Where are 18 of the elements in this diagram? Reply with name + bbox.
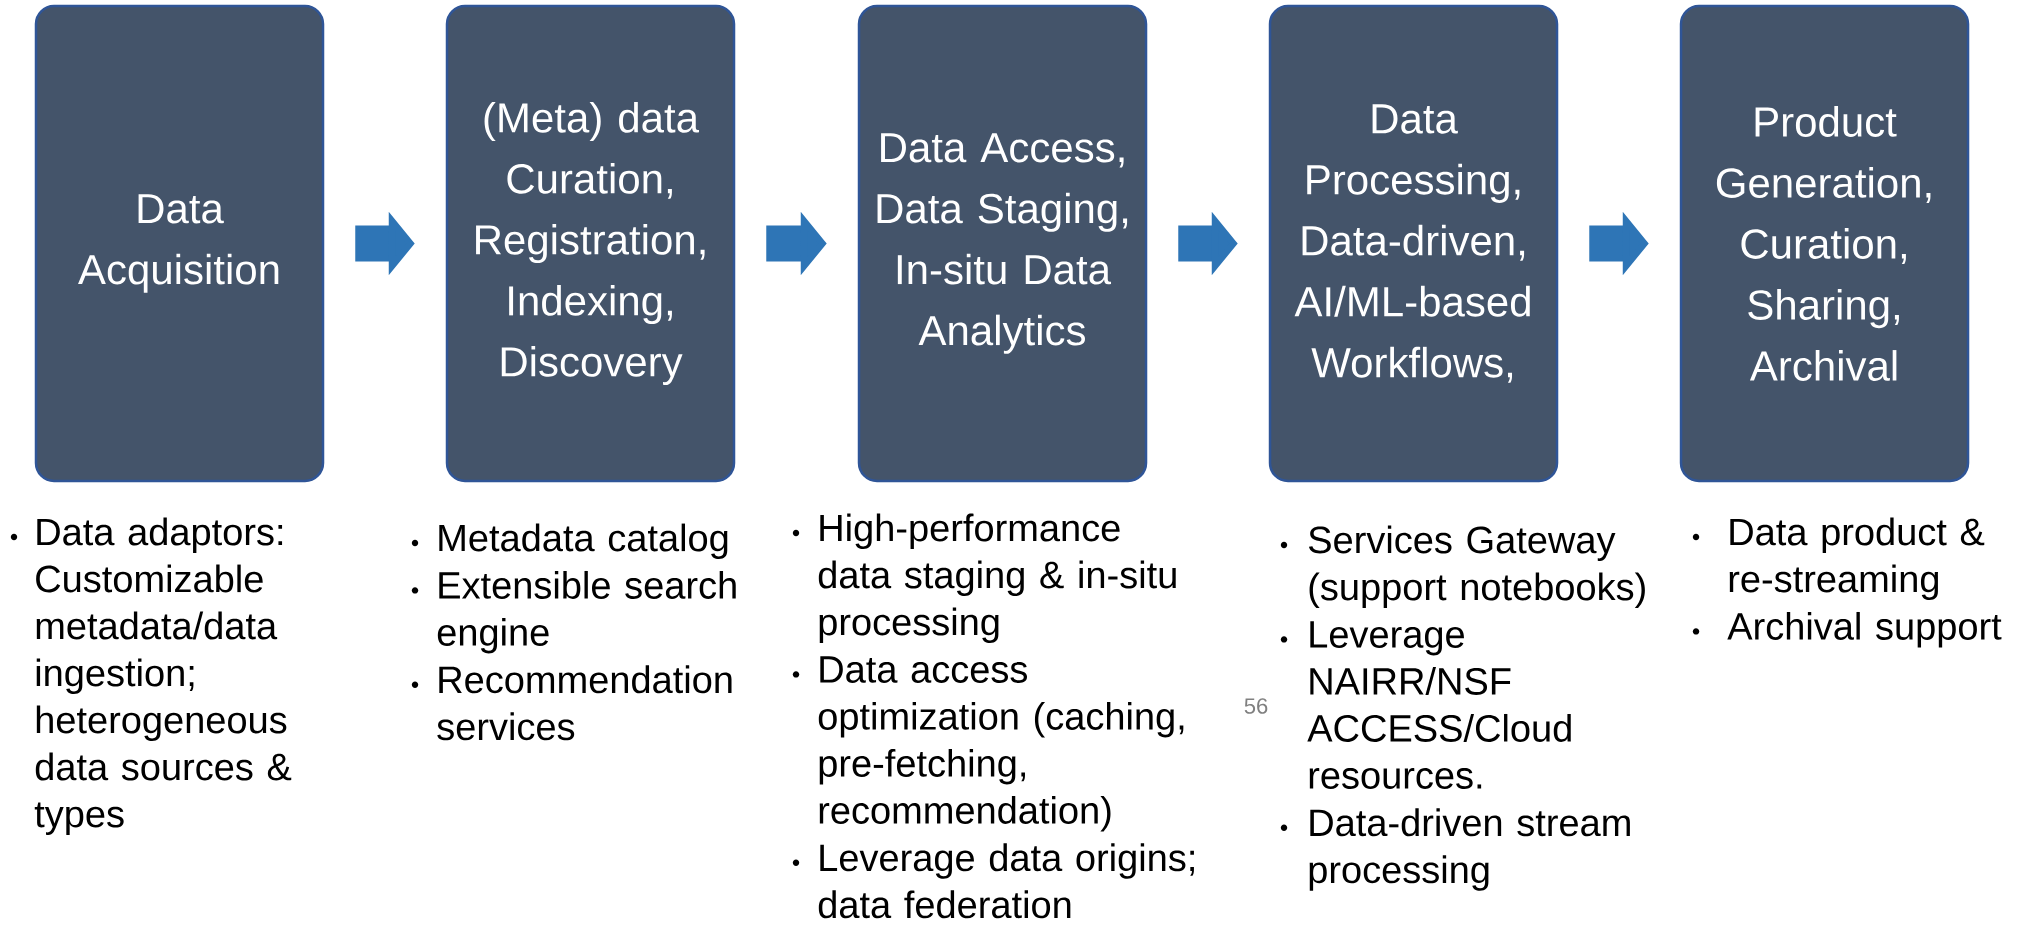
page-number: 56 xyxy=(1244,698,1268,714)
bullet-text: Extensible search engine xyxy=(437,570,736,654)
bullet-text: Leverage data origins; data federation xyxy=(818,843,1194,919)
process-box: Data Acquisition xyxy=(34,4,325,483)
bullet-text: Recommendation services xyxy=(437,665,732,741)
process-box: Product Generation, Curation, Sharing, Archival xyxy=(1679,4,1970,483)
bullet-text: Data access optimization (caching, pre-fetching, recommendation) xyxy=(818,656,1184,832)
bullet-text: Data-driven stream processing xyxy=(1309,808,1630,891)
process-box: Data Processing, Data-driven, AI/ML-based Workflows, xyxy=(1268,4,1559,483)
bullet-text: Data adaptors: Customizable metadata/data ingestion; heterogeneous data sources & types xyxy=(34,517,292,835)
bullet-text: Metadata catalog xyxy=(439,523,728,559)
bullet-text: High-performance data staging & in-situ processing xyxy=(818,513,1176,643)
bullet-text: Data product & re-streaming xyxy=(1729,517,1985,600)
process-box: (Meta) data Curation, Registration, Indexing, Discovery xyxy=(445,4,736,483)
bullet-text: Leverage NAIRR/NSF ACCESS/Cloud resources. xyxy=(1307,621,1571,789)
process-box: Data Access, Data Staging, In-situ Data Analytics xyxy=(857,4,1148,483)
bullet-text: Services Gateway (support notebooks) xyxy=(1308,525,1645,608)
bullet-text: Archival support xyxy=(1727,611,2002,648)
